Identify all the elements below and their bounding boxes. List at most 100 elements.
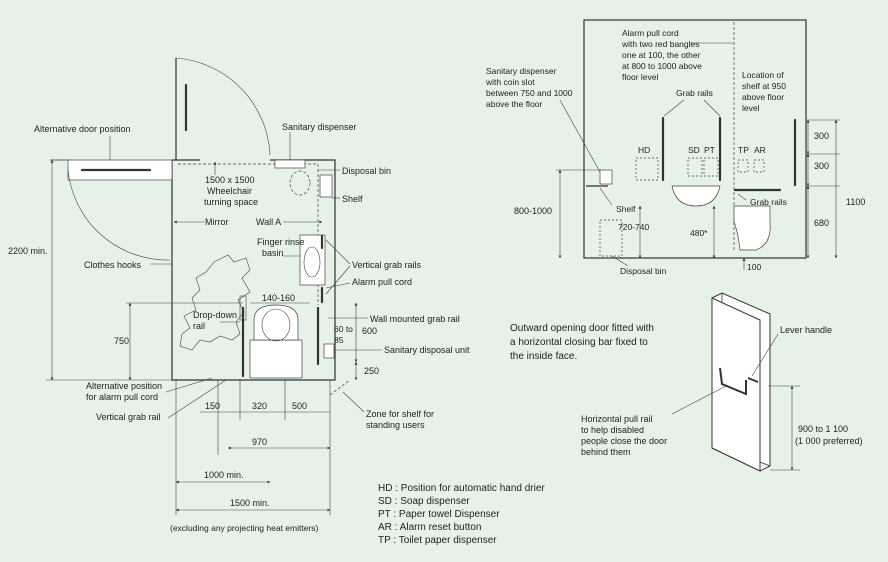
plan-dim-150: 150: [205, 401, 220, 411]
elevation-room-outline: [583, 19, 807, 259]
plan-wall-a: Wall A: [256, 217, 281, 227]
plan-dim-500: 500: [292, 401, 307, 411]
elev-alarm-3: one at 100, the other: [622, 50, 701, 60]
plan-dim-1500: 1500 min.: [230, 498, 270, 508]
elev-alarm-4: at 800 to 1000 above: [622, 61, 702, 71]
plan-vertical-grab-rails: Vertical grab rails: [352, 260, 422, 270]
door-caption-2: a horizontal closing bar fixed to: [510, 337, 648, 348]
elev-toilet-shape: [733, 205, 771, 251]
plan-door-swing: [175, 57, 271, 156]
plan-view: 2200 min. 1500 x 1500 Wheelchair turning…: [8, 57, 470, 533]
plan-room-walls: [171, 159, 336, 381]
elev-location-3: above floor: [742, 92, 784, 102]
plan-finger-2: basin: [262, 248, 284, 258]
door-caption-3: the inside face.: [510, 351, 577, 362]
elev-ar: AR: [754, 145, 766, 155]
elev-sanitary-3: between 750 and 1000: [486, 88, 573, 98]
plan-dim-1000: 1000 min.: [204, 470, 244, 480]
elev-dim-800-1000: 800-1000: [514, 206, 552, 216]
elev-dim-680: 680: [814, 218, 829, 228]
door-height-2: (1 000 preferred): [795, 436, 863, 446]
plan-turning-1: 1500 x 1500: [205, 175, 255, 185]
plan-alarm-pull-cord: Alarm pull cord: [352, 277, 412, 287]
door-height-1: 900 to 1 100: [798, 424, 848, 434]
plan-wheelchair-shape: [179, 254, 251, 351]
plan-dim-2200: 2200 min.: [8, 246, 48, 256]
plan-dim-140-160: 140-160: [262, 293, 295, 303]
plan-drop-down-1: Drop-down: [193, 310, 237, 320]
plan-alt-alarm-1: Alternative position: [86, 381, 162, 391]
plan-dim-60-to: 60 to: [334, 324, 353, 334]
plan-turning-3: turning space: [204, 197, 258, 207]
plan-basin-shape: [303, 246, 321, 278]
elev-tp: TP: [738, 145, 749, 155]
plan-alt-alarm-2: for alarm pull cord: [86, 392, 158, 402]
elev-dim-300a: 300: [814, 131, 829, 141]
plan-alt-door: Alternative door position: [34, 124, 131, 134]
door-lever-handle: Lever handle: [780, 325, 832, 335]
door-caption-1: Outward opening door fitted with: [510, 323, 654, 334]
plan-shelf: Shelf: [342, 194, 363, 204]
door-pull-rail: [719, 367, 747, 396]
elev-dim-100: 100: [747, 262, 761, 272]
elev-alarm-2: with two red bangles: [621, 39, 700, 49]
plan-dim-85: 85: [334, 335, 344, 345]
elev-sanitary-1: Sanitary dispenser: [486, 66, 557, 76]
elev-basin-shape: [671, 185, 721, 207]
plan-mirror: Mirror: [205, 217, 229, 227]
plan-toilet-bowl: [253, 304, 299, 341]
plan-turning-2: Wheelchair: [207, 186, 252, 196]
plan-zone-2: standing users: [366, 420, 425, 430]
elev-sd: SD: [688, 145, 700, 155]
plan-dim-970: 970: [252, 437, 267, 447]
door-view: Outward opening door fitted with a horiz…: [510, 292, 863, 472]
elev-dim-1100: 1100: [846, 197, 865, 207]
elev-dim-480: 480*: [690, 228, 708, 238]
plan-toilet-cistern: [249, 339, 303, 379]
plan-wall-mounted-grab-rail: Wall mounted grab rail: [370, 314, 460, 324]
legend-ar: AR : Alarm reset button: [378, 522, 481, 533]
legend-sd: SD : Soap dispenser: [378, 496, 470, 507]
plan-dim-750: 750: [114, 336, 129, 346]
plan-vertical-grab-rail: Vertical grab rail: [96, 412, 161, 422]
plan-disposal-bin-shape: [289, 170, 311, 196]
plan-dim-250: 250: [364, 366, 379, 376]
plan-dim-320: 320: [252, 401, 267, 411]
plan-alt-door-swing: [67, 169, 171, 261]
elev-sanitary-2: with coin slot: [485, 77, 535, 87]
elev-dim-720-740: 720-740: [618, 222, 649, 232]
door-pull-4: behind them: [581, 447, 631, 457]
elev-location-2: shelf at 950: [742, 81, 786, 91]
elevation-view: Alarm pull cord with two red bangles one…: [485, 19, 865, 276]
legend: HD : Position for automatic hand drier S…: [378, 483, 545, 546]
door-lever: [747, 377, 759, 383]
legend-tp: TP : Toilet paper dispenser: [378, 535, 497, 546]
plan-sanitary-disposal-unit: Sanitary disposal unit: [384, 345, 470, 355]
plan-finger-1: Finger rinse: [257, 237, 305, 247]
plan-turning-space: [178, 163, 319, 305]
door-pull-3: people close the door: [581, 436, 667, 446]
door-pull-2: to help disabled: [581, 425, 644, 435]
plan-excluding: (excluding any projecting heat emitters): [170, 523, 319, 533]
door-pull-1: Horizontal pull rail: [581, 414, 653, 424]
elev-dim-300b: 300: [814, 161, 829, 171]
legend-pt: PT : Paper towel Dispenser: [378, 509, 500, 520]
plan-zone-1: Zone for shelf for: [366, 409, 434, 419]
elev-grab-rails-top: Grab rails: [676, 88, 713, 98]
elev-grab-rails-low: Grab rails: [750, 197, 787, 207]
plan-clothes-hooks: Clothes hooks: [84, 260, 142, 270]
elev-alarm-1: Alarm pull cord: [622, 28, 679, 38]
elev-disposal-bin: Disposal bin: [620, 266, 667, 276]
plan-drop-down-2: rail: [193, 321, 205, 331]
elev-shelf: Shelf: [616, 204, 636, 214]
elev-pt: PT: [704, 145, 715, 155]
elev-sanitary-4: above the floor: [486, 99, 542, 109]
plan-dim-600: 600: [362, 326, 377, 336]
elev-location-1: Location of: [742, 70, 784, 80]
plan-disposal-bin: Disposal bin: [342, 166, 391, 176]
legend-hd: HD : Position for automatic hand drier: [378, 483, 545, 494]
plan-sanitary-dispenser: Sanitary dispenser: [282, 122, 357, 132]
elev-hd: HD: [638, 145, 650, 155]
elev-location-4: level: [742, 103, 760, 113]
